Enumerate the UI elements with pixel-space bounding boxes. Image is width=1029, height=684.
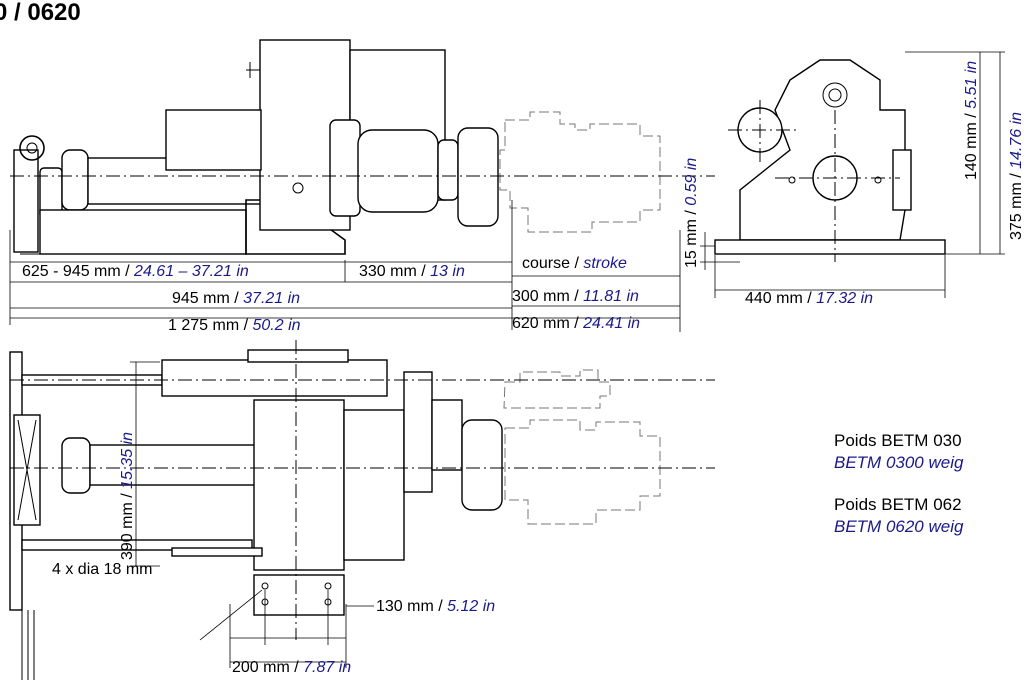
end-view-dimensions: [714, 51, 1005, 298]
side-view: [10, 39, 740, 270]
stroke-label: course / stroke: [522, 255, 627, 272]
top-view: [9, 340, 715, 680]
side-view-dimensions: [9, 200, 681, 332]
weights-block: Poids BETM 030 BETM 0300 weig Poids BETM…: [834, 430, 963, 558]
weight-0620-en: BETM 0620 weig: [834, 517, 964, 536]
dim-200: 200 mm / 7.87 in: [232, 659, 351, 676]
drawing-title: 0 / 0620: [0, 0, 81, 26]
dim-945: 945 mm / 37.21 in: [172, 290, 300, 307]
dim-130: 130 mm / 5.12 in: [376, 598, 495, 615]
weight-0300-fr: Poids BETM 030: [834, 431, 962, 450]
dim-440: 440 mm / 17.32 in: [745, 290, 873, 307]
dim-15: 15 mm / 0.59 in: [683, 158, 700, 268]
weight-0620-fr: Poids BETM 062: [834, 495, 962, 514]
weight-0300-en: BETM 0300 weig: [834, 453, 964, 472]
end-view: [714, 59, 946, 262]
dim-300: 300 mm / 11.81 in: [512, 288, 639, 305]
dim-620: 620 mm / 24.41 in: [512, 315, 640, 332]
top-view-dimensions: [130, 361, 374, 668]
holes-label: 4 x dia 18 mm: [52, 561, 152, 578]
dim-375: 375 mm / 14.76 in: [1008, 112, 1025, 240]
dim-625-945: 625 - 945 mm / 24.61 – 37.21 in: [22, 263, 249, 280]
dim-140: 140 mm / 5.51 in: [963, 61, 980, 180]
left-end-bracket: [13, 149, 39, 253]
dim-390: 390 mm / 15.35 in: [119, 432, 136, 560]
dim-330: 330 mm / 13 in: [359, 263, 465, 280]
dim-1275: 1 275 mm / 50.2 in: [168, 317, 301, 334]
